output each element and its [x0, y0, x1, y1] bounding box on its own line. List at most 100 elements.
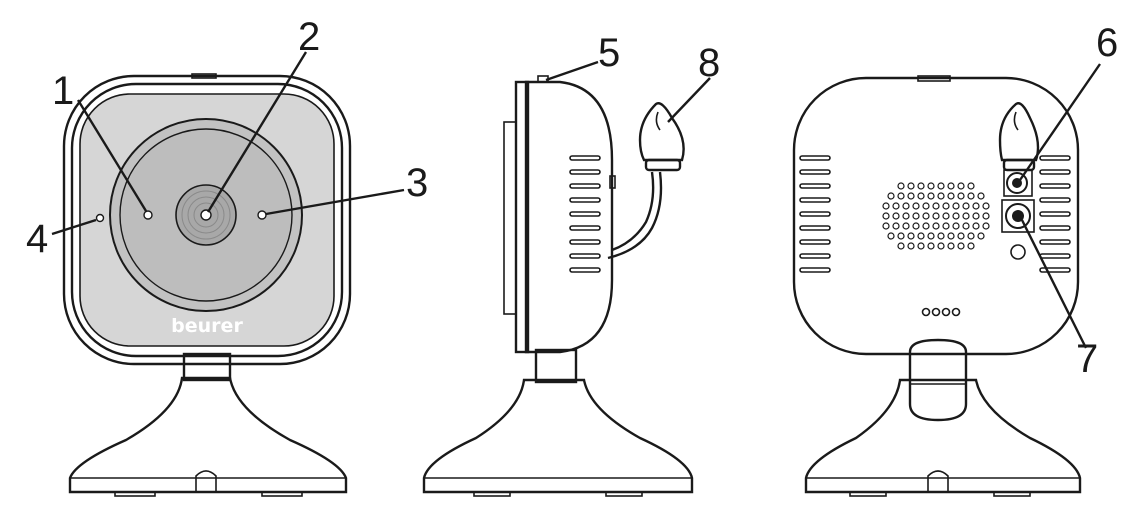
callout-numbers: 1 2 3 4 5 6 7 8 — [26, 15, 1118, 381]
speaker-hole — [982, 222, 990, 230]
speaker-hole — [927, 232, 935, 240]
speaker-hole — [922, 212, 930, 220]
right-sensor-icon — [257, 210, 267, 220]
speaker-hole — [957, 192, 965, 200]
speaker-hole — [897, 242, 905, 250]
speaker-hole — [882, 222, 890, 230]
speaker-hole — [967, 182, 975, 190]
speaker-hole — [947, 182, 955, 190]
leader-8 — [667, 77, 711, 123]
speaker-hole — [937, 242, 945, 250]
speaker-hole — [907, 242, 915, 250]
callout-5: 5 — [598, 31, 620, 75]
callout-6: 6 — [1096, 21, 1118, 65]
front-stand-base — [68, 376, 348, 494]
speaker-hole — [922, 202, 930, 210]
back-plug — [998, 102, 1040, 162]
speaker-hole — [892, 222, 900, 230]
speaker-hole — [937, 232, 945, 240]
speaker-hole — [907, 192, 915, 200]
speaker-hole — [947, 232, 955, 240]
left-sensor-icon — [143, 210, 153, 220]
speaker-hole — [907, 182, 915, 190]
front-housing — [62, 74, 352, 366]
speaker-hole — [882, 202, 890, 210]
speaker-hole — [912, 212, 920, 220]
speaker-hole — [977, 192, 985, 200]
back-vents-right — [1039, 155, 1071, 273]
front-view: beurer — [62, 73, 352, 497]
speaker-hole — [887, 232, 895, 240]
speaker-hole — [957, 242, 965, 250]
callout-2: 2 — [298, 15, 320, 59]
leader-5 — [545, 60, 599, 82]
speaker-hole — [912, 202, 920, 210]
speaker-hole — [917, 192, 925, 200]
speaker-hole — [952, 222, 960, 230]
callout-3: 3 — [406, 161, 428, 205]
speaker-hole — [942, 212, 950, 220]
speaker-hole — [967, 232, 975, 240]
speaker-hole — [897, 192, 905, 200]
speaker-hole — [937, 192, 945, 200]
speaker-hole — [902, 222, 910, 230]
speaker-hole — [962, 222, 970, 230]
back-vents-left — [799, 155, 831, 273]
speaker-hole — [972, 202, 980, 210]
speaker-hole — [917, 232, 925, 240]
speaker-hole — [907, 232, 915, 240]
back-stand-base — [804, 378, 1082, 494]
leader-2 — [206, 51, 308, 213]
leader-3 — [265, 188, 405, 216]
speaker-hole — [962, 202, 970, 210]
speaker-hole — [967, 242, 975, 250]
speaker-hole — [927, 242, 935, 250]
leader-6 — [1019, 63, 1101, 181]
front-indicator-icon — [95, 213, 105, 223]
speaker-hole — [927, 192, 935, 200]
callout-8: 8 — [698, 41, 720, 85]
back-dots — [921, 307, 961, 317]
back-housing — [792, 76, 1080, 356]
speaker-hole — [962, 212, 970, 220]
callout-1: 1 — [52, 69, 74, 113]
callout-4: 4 — [26, 217, 48, 261]
speaker-hole — [947, 242, 955, 250]
leader-4 — [51, 218, 97, 236]
speaker-hole — [887, 192, 895, 200]
speaker-hole — [922, 222, 930, 230]
speaker-hole — [902, 202, 910, 210]
speaker-hole — [947, 192, 955, 200]
speaker-hole — [897, 182, 905, 190]
side-stand-base — [422, 378, 694, 494]
speaker-hole — [912, 222, 920, 230]
speaker-hole — [942, 222, 950, 230]
speaker-hole — [892, 212, 900, 220]
speaker-hole — [967, 192, 975, 200]
speaker-hole — [932, 222, 940, 230]
speaker-hole — [972, 212, 980, 220]
speaker-hole — [932, 202, 940, 210]
speaker-hole — [882, 212, 890, 220]
speaker-hole — [957, 232, 965, 240]
speaker-hole — [937, 182, 945, 190]
speaker-hole — [957, 182, 965, 190]
speaker-hole — [952, 212, 960, 220]
speaker-hole — [972, 222, 980, 230]
speaker-hole — [982, 212, 990, 220]
side-plug — [638, 102, 685, 162]
side-body — [524, 80, 614, 354]
leader-lines — [51, 51, 1101, 349]
side-vents — [569, 155, 601, 273]
speaker-hole — [917, 182, 925, 190]
speaker-hole — [982, 202, 990, 210]
speaker-hole — [902, 212, 910, 220]
speaker-hole — [897, 232, 905, 240]
speaker-hole — [952, 202, 960, 210]
speaker-hole — [917, 242, 925, 250]
brand-logo: beurer — [171, 315, 243, 337]
leader-7 — [1020, 219, 1088, 349]
side-view — [422, 75, 694, 497]
leader-1 — [76, 99, 148, 212]
speaker-hole — [892, 202, 900, 210]
